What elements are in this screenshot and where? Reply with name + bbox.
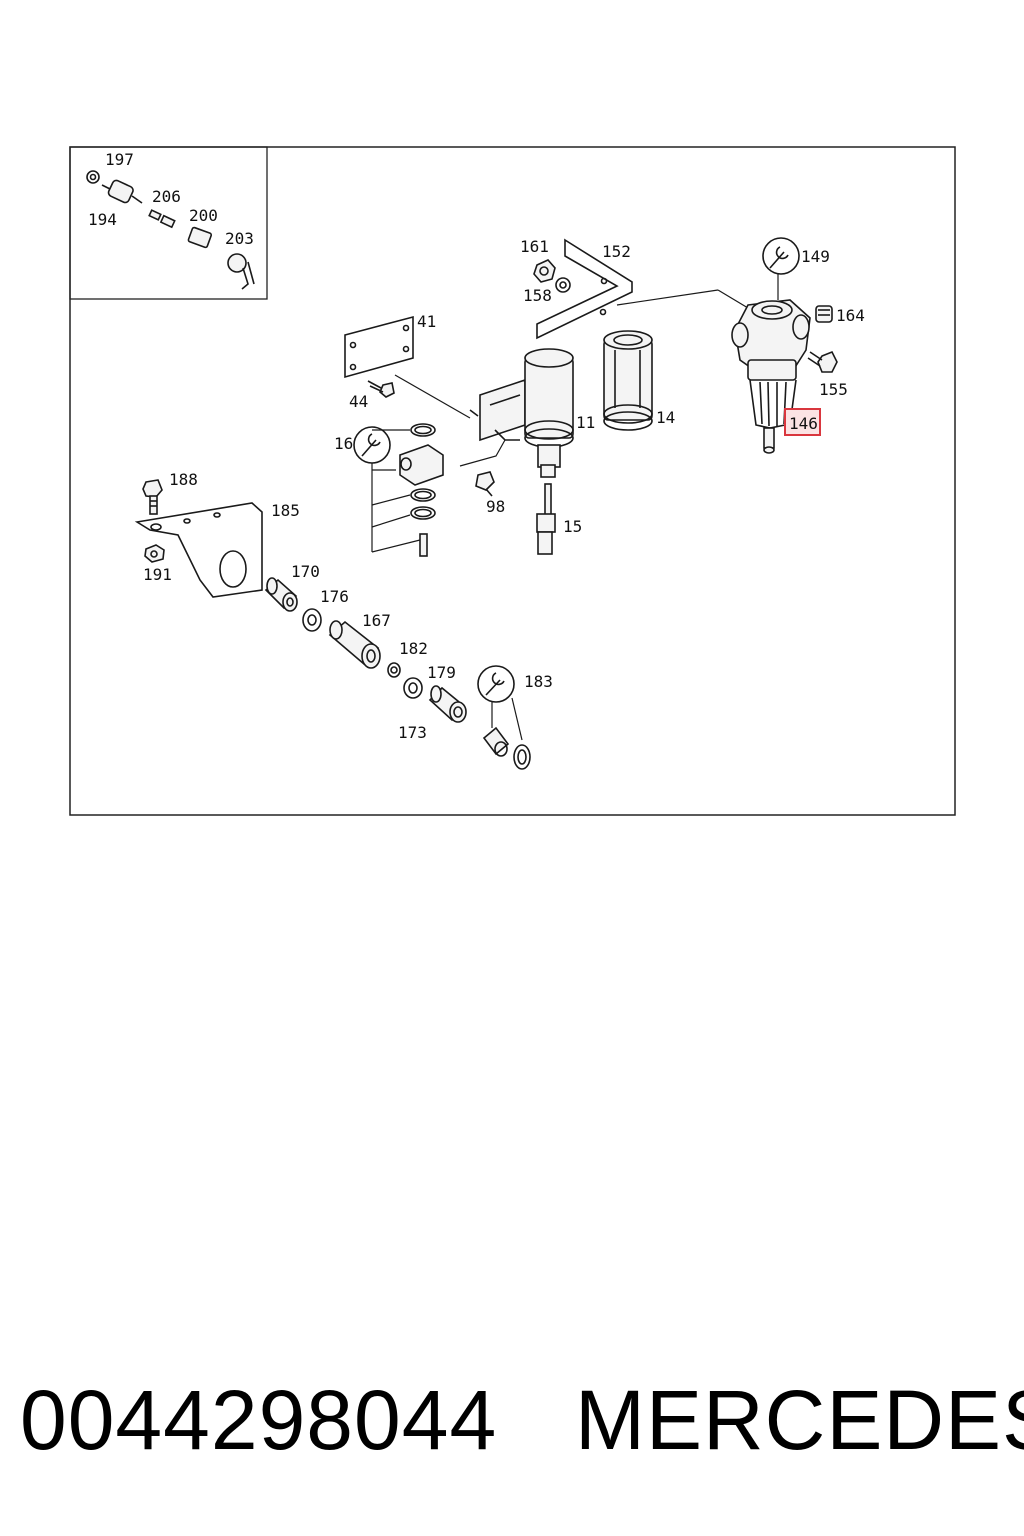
callout-149[interactable]: 149 [801,247,830,266]
callout-176[interactable]: 176 [320,587,349,606]
callout-191[interactable]: 191 [143,565,172,584]
callout-11[interactable]: 11 [576,413,595,432]
part-158-washer [555,277,571,293]
part-185-bracket [134,502,263,598]
part-16-kit [353,423,444,557]
callout-155[interactable]: 155 [819,380,848,399]
callout-14[interactable]: 14 [656,408,675,427]
part-number: 0044298044 [20,1373,498,1467]
part-182-washer [387,662,401,678]
part-170-fitting [264,577,298,612]
part-206-connector [148,209,176,229]
inset-frame [69,146,268,300]
diagram-frame [69,146,956,816]
callout-197[interactable]: 197 [105,150,134,169]
part-44-screw [367,380,395,398]
callout-182[interactable]: 182 [399,639,428,658]
callout-185[interactable]: 185 [271,501,300,520]
brand-name: MERCEDES [575,1373,1024,1467]
callout-179[interactable]: 179 [427,663,456,682]
callout-183[interactable]: 183 [524,672,553,691]
caption: 0044298044 MERCEDES [20,1372,1024,1467]
callout-170[interactable]: 170 [291,562,320,581]
callout-161[interactable]: 161 [520,237,549,256]
callout-44[interactable]: 44 [349,392,368,411]
callout-highlight [784,408,821,436]
callout-173[interactable]: 173 [398,723,427,742]
callout-194[interactable]: 194 [88,210,117,229]
part-98-screw [475,471,495,497]
part-200-block [187,226,213,249]
callout-158[interactable]: 158 [523,286,552,305]
part-152-bracket [536,238,633,340]
part-15-rod [536,483,556,555]
callout-200[interactable]: 200 [189,206,218,225]
part-188-bolt [142,479,163,515]
part-183-kit [477,665,531,770]
part-164-plug [815,305,833,323]
callout-98[interactable]: 98 [486,497,505,516]
callout-15[interactable]: 15 [563,517,582,536]
callout-164[interactable]: 164 [836,306,865,325]
parts-exploded-diagram: 197 194 206 200 203 161 152 158 149 164 … [69,146,956,816]
callout-188[interactable]: 188 [169,470,198,489]
callout-146[interactable]: 146 [789,414,818,433]
callout-16[interactable]: 16 [334,434,353,453]
part-161-nut [533,259,556,283]
part-197-washer [86,170,100,184]
part-14-filter [603,330,653,431]
part-179-fitting [428,685,467,723]
callout-206[interactable]: 206 [152,187,181,206]
callout-167[interactable]: 167 [362,611,391,630]
part-203-elbow [227,253,255,290]
callout-41[interactable]: 41 [417,312,436,331]
part-176-washer [302,608,322,632]
part-167-union [328,620,381,669]
callout-203[interactable]: 203 [225,229,254,248]
wrench-icon [762,237,800,275]
part-155-bolt [807,350,838,373]
part-191-nut [144,544,165,563]
part-194-switch [101,179,143,204]
part-41-plate [344,315,414,379]
part-146-valve [731,299,811,454]
part-11-dryer [469,348,574,478]
part-173-washer [403,677,423,699]
callout-152[interactable]: 152 [602,242,631,261]
